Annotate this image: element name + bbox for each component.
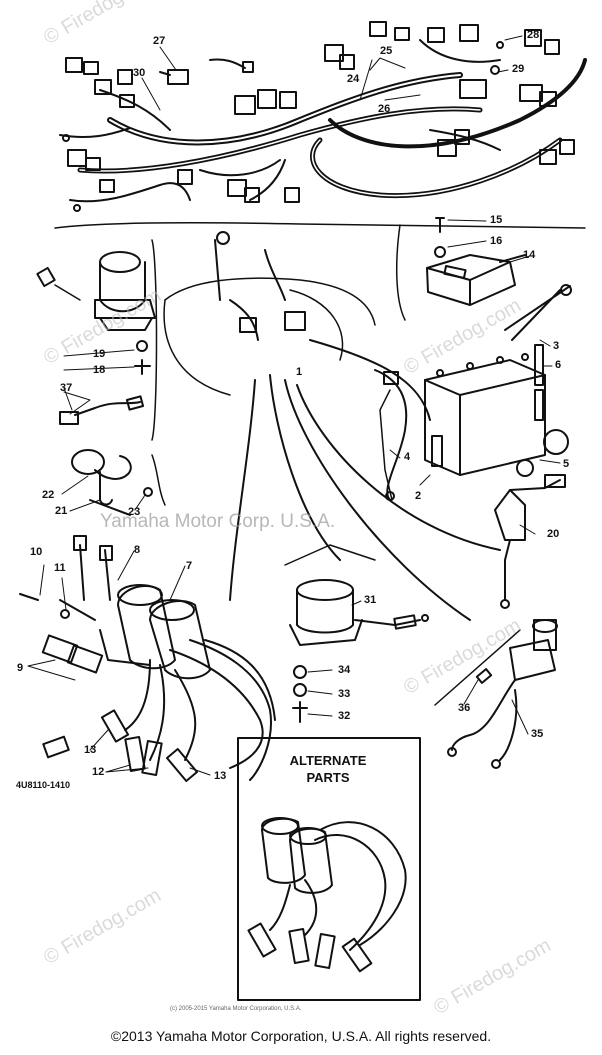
part-label-25: 25 [380, 45, 393, 57]
part-label-5: 5 [563, 458, 570, 470]
alternate-parts-line1: ALTERNATE [289, 753, 367, 768]
inner-copyright: (c) 2005-2015 Yamaha Motor Corporation, … [170, 1006, 302, 1012]
part-label-32: 32 [338, 710, 351, 722]
frame-wiring-group [163, 231, 501, 621]
part-label-34: 34 [338, 664, 351, 676]
part-label-11: 11 [54, 562, 66, 574]
part-label-27: 27 [153, 35, 166, 47]
part-label-16: 16 [490, 235, 503, 247]
part-label-1: 1 [296, 366, 303, 378]
part-label-18: 18 [93, 364, 106, 376]
part-label-9: 9 [17, 662, 24, 674]
part-label-30: 30 [133, 67, 146, 79]
part-label-28: 28 [527, 29, 540, 41]
part-label-13: 13 [214, 770, 227, 782]
part-label-2: 2 [415, 490, 422, 502]
part-label-23: 23 [128, 506, 141, 518]
watermark-center: Yamaha Motor Corp. U.S.A. [100, 511, 336, 532]
pickup-coil-group [284, 544, 429, 723]
part-label-4: 4 [404, 451, 411, 463]
main-switch-group [36, 239, 158, 441]
part-label-36: 36 [458, 702, 471, 714]
part-label-10: 10 [30, 546, 43, 558]
alternate-parts-title: ALTERNATE PARTS [268, 752, 388, 786]
relay-unit-group [395, 217, 526, 321]
part-label-21: 21 [55, 505, 68, 517]
part-label-13: 13 [84, 744, 97, 756]
alternate-parts-line2: PARTS [306, 770, 350, 785]
part-label-14: 14 [523, 249, 536, 261]
part-label-26: 26 [378, 103, 391, 115]
part-label-6: 6 [555, 359, 562, 371]
battery-group [379, 284, 572, 501]
part-label-12: 12 [92, 766, 105, 778]
part-label-8: 8 [134, 544, 141, 556]
wire-harness-group [59, 21, 587, 212]
part-label-7: 7 [186, 560, 193, 572]
diagram-part-code: 4U8110-1410 [16, 780, 71, 790]
footer-copyright: ©2013 Yamaha Motor Corporation, U.S.A. A… [110, 1028, 492, 1044]
part-label-3: 3 [553, 340, 560, 352]
part-label-15: 15 [490, 214, 503, 226]
starter-relay-group [494, 474, 566, 609]
part-label-20: 20 [547, 528, 560, 540]
ignition-coil-group [19, 535, 276, 782]
sensor-group [71, 449, 166, 516]
leader-lines [27, 35, 561, 776]
harness-bracket-line [54, 222, 586, 229]
part-label-37: 37 [60, 382, 73, 394]
part-label-19: 19 [93, 348, 106, 360]
part-label-33: 33 [338, 688, 351, 700]
alternate-parts-box [237, 737, 421, 1001]
part-label-22: 22 [42, 489, 55, 501]
part-label-29: 29 [512, 63, 525, 75]
part-label-31: 31 [364, 594, 377, 606]
part-label-35: 35 [531, 728, 544, 740]
neutral-switch-group [434, 619, 558, 769]
part-label-24: 24 [347, 73, 360, 85]
